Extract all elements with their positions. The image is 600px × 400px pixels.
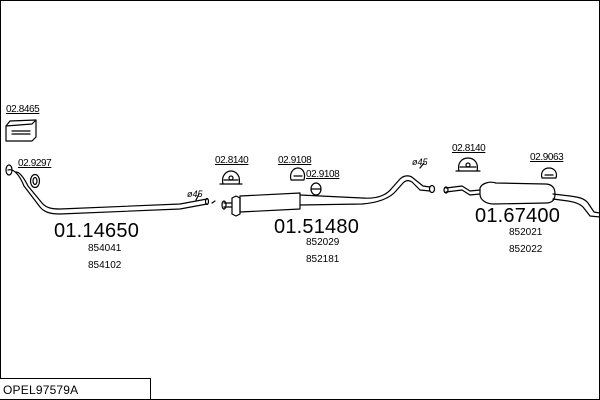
gasket-ring [29,173,41,189]
oe-number-rear-1: 852021 [509,227,543,238]
oe-number-rear-2: 852022 [509,244,543,255]
gasket-label: 02.9297 [18,158,52,169]
clamp-front-label: 02.8140 [215,155,249,166]
oe-number-front-2: 854102 [88,260,122,271]
hanger-b-label: 02.9108 [306,169,340,180]
middle-muffler [221,175,436,217]
rubber-hanger-a [289,167,306,181]
diameter-middle-label: ø45 [412,157,428,167]
hanger-c-label: 02.9063 [530,152,564,163]
kit-label: 02.8465 [6,104,40,115]
diameter-leader-front [195,193,216,204]
mounting-kit-box [5,119,37,142]
clamp-front [219,170,243,185]
part-number-front: 01.14650 [54,220,140,242]
model-code: OPEL97579A [3,383,79,397]
part-number-rear: 01.67400 [475,205,561,227]
model-reference-box: OPEL97579A [0,378,151,399]
part-number-middle: 01.51480 [274,216,360,238]
oe-number-middle-1: 852029 [306,237,340,248]
rubber-hanger-b [310,182,322,196]
clamp-rear-label: 02.8140 [452,143,486,154]
hanger-a-label: 02.9108 [278,155,312,166]
diameter-front-label: ø45 [187,189,203,199]
oe-number-front-1: 854041 [88,243,122,254]
front-pipe [5,164,210,215]
clamp-rear [455,157,481,172]
oe-number-middle-2: 852181 [306,254,340,265]
diameter-leader-middle [419,162,425,169]
rubber-hanger-c [540,167,558,179]
rear-muffler [443,181,600,218]
